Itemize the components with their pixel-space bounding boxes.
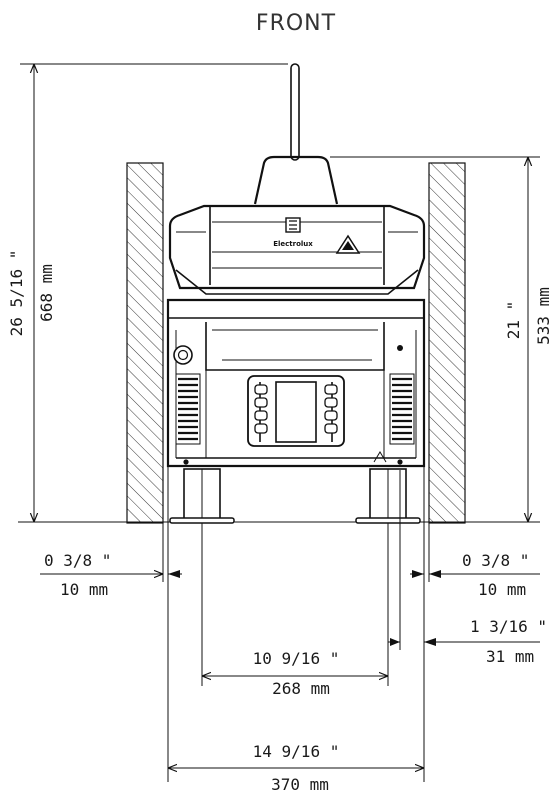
right-gap-in: 0 3/8 "	[462, 551, 529, 570]
view-title: FRONT	[256, 11, 336, 36]
antenna	[290, 63, 300, 161]
brand-text: Electrolux	[273, 240, 313, 248]
body-height-dimension: 21 " 533 mm	[330, 156, 553, 522]
right-gap-mm: 10 mm	[478, 580, 526, 599]
upper-housing	[168, 204, 426, 290]
foot-offset-dimension: 1 3/16 " 31 mm	[388, 617, 547, 666]
left-wall	[126, 162, 164, 524]
left-foot	[169, 468, 235, 524]
right-wall	[428, 162, 466, 524]
appliance: Electrolux	[166, 63, 426, 524]
right-foot	[355, 468, 421, 524]
body-height-mm: 533 mm	[534, 287, 553, 345]
foot-span-in: 10 9/16 "	[253, 649, 340, 668]
left-vent	[175, 373, 201, 445]
electrolux-logo-icon	[285, 217, 301, 233]
total-width-dimension: 14 9/16 " 370 mm	[168, 742, 424, 794]
total-height-dimension: 26 5/16 " 668 mm	[7, 63, 288, 522]
total-width-mm: 370 mm	[271, 775, 329, 794]
right-vent	[389, 373, 415, 445]
right-gap-dimension: 0 3/8 " 10 mm	[410, 551, 540, 599]
total-width-in: 14 9/16 "	[253, 742, 340, 761]
left-gap-dimension: 0 3/8 " 10 mm	[40, 551, 182, 599]
top-cap	[253, 155, 339, 205]
total-height-in: 26 5/16 "	[7, 250, 26, 337]
left-gap-in: 0 3/8 "	[44, 551, 111, 570]
control-panel	[247, 375, 345, 447]
foot-span-mm: 268 mm	[272, 679, 330, 698]
foot-offset-mm: 31 mm	[486, 647, 534, 666]
foot-span-dimension: 10 9/16 " 268 mm	[202, 649, 388, 698]
left-gap-mm: 10 mm	[60, 580, 108, 599]
body-height-in: 21 "	[504, 301, 523, 340]
total-height-mm: 668 mm	[37, 264, 56, 322]
foot-offset-in: 1 3/16 "	[470, 617, 547, 636]
